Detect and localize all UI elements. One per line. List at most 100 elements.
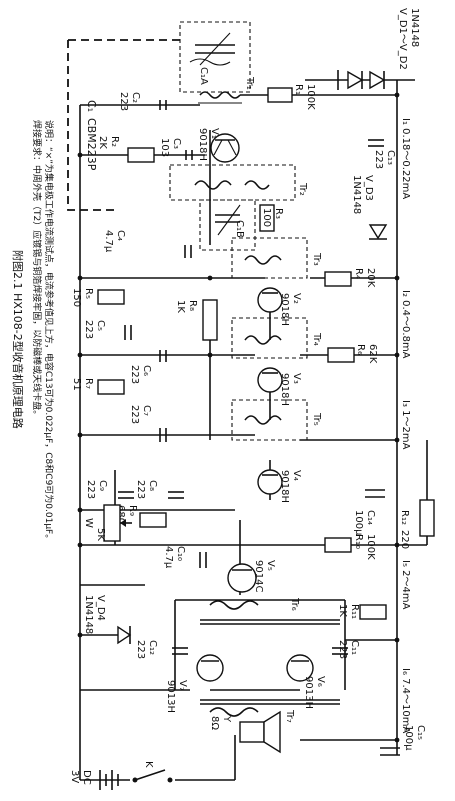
r6-name: R₆ bbox=[355, 344, 366, 355]
capacitor-c13: C₁₃ 223 bbox=[368, 139, 396, 169]
v4-name: V₄ bbox=[291, 470, 302, 481]
r2-name: R₂ bbox=[109, 136, 120, 147]
r9-name: R₉ bbox=[127, 505, 138, 516]
v5-part: 9014C bbox=[253, 560, 264, 592]
note-line-2: 焊接要求：中周外壳（T2）应镀锡与铜箔焊接牢固，以防磁棒或天线卡盘。 bbox=[31, 120, 43, 419]
v2-name: V₂ bbox=[291, 293, 302, 304]
current-i2: I₂ 0.4～0.8mA bbox=[400, 290, 411, 359]
capacitor-c9: C₉ 223 bbox=[85, 480, 134, 499]
resistor-r1: R₁ 100K bbox=[267, 84, 316, 110]
c15-name: C₁₅ bbox=[415, 725, 426, 740]
vd1-vd2-part: 1N4148 bbox=[409, 8, 420, 47]
r4-name: R₄ bbox=[353, 268, 364, 279]
resistor-r5: R₅ 150 bbox=[71, 288, 125, 307]
c11-name: C₁₁ bbox=[349, 640, 360, 655]
c14-name: C₁₄ bbox=[365, 510, 376, 525]
r6-value: 62K bbox=[367, 344, 378, 364]
transformer-tr6: Tr₆ bbox=[200, 597, 340, 625]
capacitor-c8: C₈ 223 bbox=[135, 480, 184, 499]
vd3-name: V_D3 bbox=[363, 175, 374, 201]
transistor-v1: V₁ 9018H bbox=[197, 128, 240, 163]
r5-name: R₅ bbox=[83, 288, 94, 299]
c8-value: 223 bbox=[135, 480, 146, 499]
resistor-r6: R₆ 62K bbox=[327, 344, 378, 364]
battery-dc: DC 3V bbox=[69, 770, 119, 790]
vd3-part: 1N4148 bbox=[351, 175, 362, 214]
transistor-v3: V₃ 9018H bbox=[257, 367, 302, 406]
v4-part: 9018H bbox=[279, 470, 290, 503]
battery-value: 3V bbox=[69, 770, 80, 783]
resistor-r12: R₁₂ 220 bbox=[397, 440, 435, 549]
speaker-y: Y 8Ω bbox=[209, 710, 281, 754]
resistor-r2: R₂ 2K bbox=[97, 136, 155, 163]
r12-name: R₁₂ bbox=[399, 510, 410, 525]
figure-caption: 附图2.1 HX108-2型收音机原理电路 bbox=[11, 250, 25, 429]
c7-name: C₇ bbox=[141, 405, 152, 416]
capacitor-c15: C₁₅ 100μ bbox=[380, 725, 426, 756]
capacitor-c5: C₅ 223 bbox=[83, 320, 132, 340]
c11-value: 223 bbox=[337, 640, 348, 659]
c2-value: 223 bbox=[118, 92, 129, 111]
c6-value: 223 bbox=[129, 365, 140, 384]
capacitor-c3: C₃ 103 bbox=[159, 138, 193, 160]
transformer-tr7: Tr₇ bbox=[200, 699, 340, 723]
current-labels: I₁ 0.18～0.22mA I₂ 0.4～0.8mA I₃ 1～2mA I₅ … bbox=[400, 118, 411, 734]
resistor-r3: R₃ 100 bbox=[259, 204, 284, 232]
transformer-tr1: Tr₁ bbox=[198, 76, 255, 104]
transformer-tr2: Tr₂ C₁B bbox=[169, 164, 308, 251]
speaker-value: 8Ω bbox=[209, 716, 220, 730]
tr6-label: Tr₆ bbox=[289, 597, 300, 611]
vd1-vd2-name: V_D1～V_D2 bbox=[397, 8, 408, 70]
r4-value: 20K bbox=[365, 268, 376, 288]
transistor-v5: V₅ 9014C bbox=[227, 560, 276, 593]
c7-value: 223 bbox=[129, 405, 140, 424]
current-i6: I₆ 7.4～10mA bbox=[400, 668, 411, 734]
transistor-v2: V₂ 9018H bbox=[257, 287, 302, 326]
r11-value: 1K bbox=[337, 604, 348, 617]
transformer-tr4: Tr₄ bbox=[231, 317, 322, 359]
resistor-r8: R₈ 1K bbox=[175, 299, 218, 341]
v2-part: 9018H bbox=[279, 293, 290, 326]
r8-name: R₈ bbox=[187, 300, 198, 311]
wiring bbox=[67, 39, 415, 781]
c1-name: C₁ bbox=[85, 100, 98, 112]
c1-label-group: C₁ CBM223P bbox=[85, 100, 98, 171]
v3-name: V₃ bbox=[291, 373, 302, 384]
r1-name: R₁ bbox=[293, 84, 304, 95]
c5-name: C₅ bbox=[95, 320, 106, 331]
capacitor-c4: C₄ 4.7μ bbox=[103, 230, 192, 258]
transistor-v4: V₄ 9018H bbox=[257, 469, 302, 503]
note-line-1: 说明：“×”为集电极工作电流测试点，电流参考值见上方，电容C13可为0.022μ… bbox=[43, 120, 55, 543]
capacitor-c7: C₇ 223 bbox=[129, 405, 167, 442]
c4-value: 4.7μ bbox=[103, 230, 114, 253]
transformer-tr3: Tr₃ bbox=[231, 237, 322, 279]
capacitor-c2: C₂ 223 bbox=[118, 92, 167, 111]
c5-value: 223 bbox=[83, 320, 94, 339]
c4-name: C₄ bbox=[115, 230, 126, 241]
v6-part: 9013H bbox=[303, 676, 314, 709]
c1-part: CBM223P bbox=[85, 118, 98, 171]
c12-name: C₁₂ bbox=[147, 640, 158, 655]
r1-value: 100K bbox=[305, 84, 316, 110]
r7-name: R₇ bbox=[83, 378, 94, 389]
c9-name: C₉ bbox=[97, 480, 108, 491]
potentiometer-w: W 5K bbox=[83, 504, 132, 542]
vd4-name: V_D4 bbox=[95, 595, 106, 621]
capacitor-c6: C₆ 223 bbox=[129, 350, 167, 384]
battery-name: DC bbox=[81, 770, 92, 785]
junction-dots bbox=[77, 92, 400, 743]
r7-value: 51 bbox=[71, 378, 82, 391]
speaker-name: Y bbox=[221, 715, 232, 723]
diode-vd3: V_D3 1N4148 bbox=[351, 175, 388, 240]
c12-value: 223 bbox=[135, 640, 146, 659]
diodes-vd1-vd2: V_D1～V_D2 1N4148 bbox=[337, 8, 420, 90]
c1a-label: C₁A bbox=[198, 67, 209, 85]
c13-value: 223 bbox=[373, 150, 384, 169]
resistor-r4: R₄ 20K bbox=[324, 268, 376, 288]
c10-value: 4.7μ bbox=[163, 546, 174, 569]
c14-value: 100μ bbox=[353, 510, 364, 536]
resistor-r7: R₇ 51 bbox=[71, 378, 125, 395]
c2-name: C₂ bbox=[130, 92, 141, 103]
capacitor-c14: C₁₄ 100μ bbox=[353, 489, 385, 536]
